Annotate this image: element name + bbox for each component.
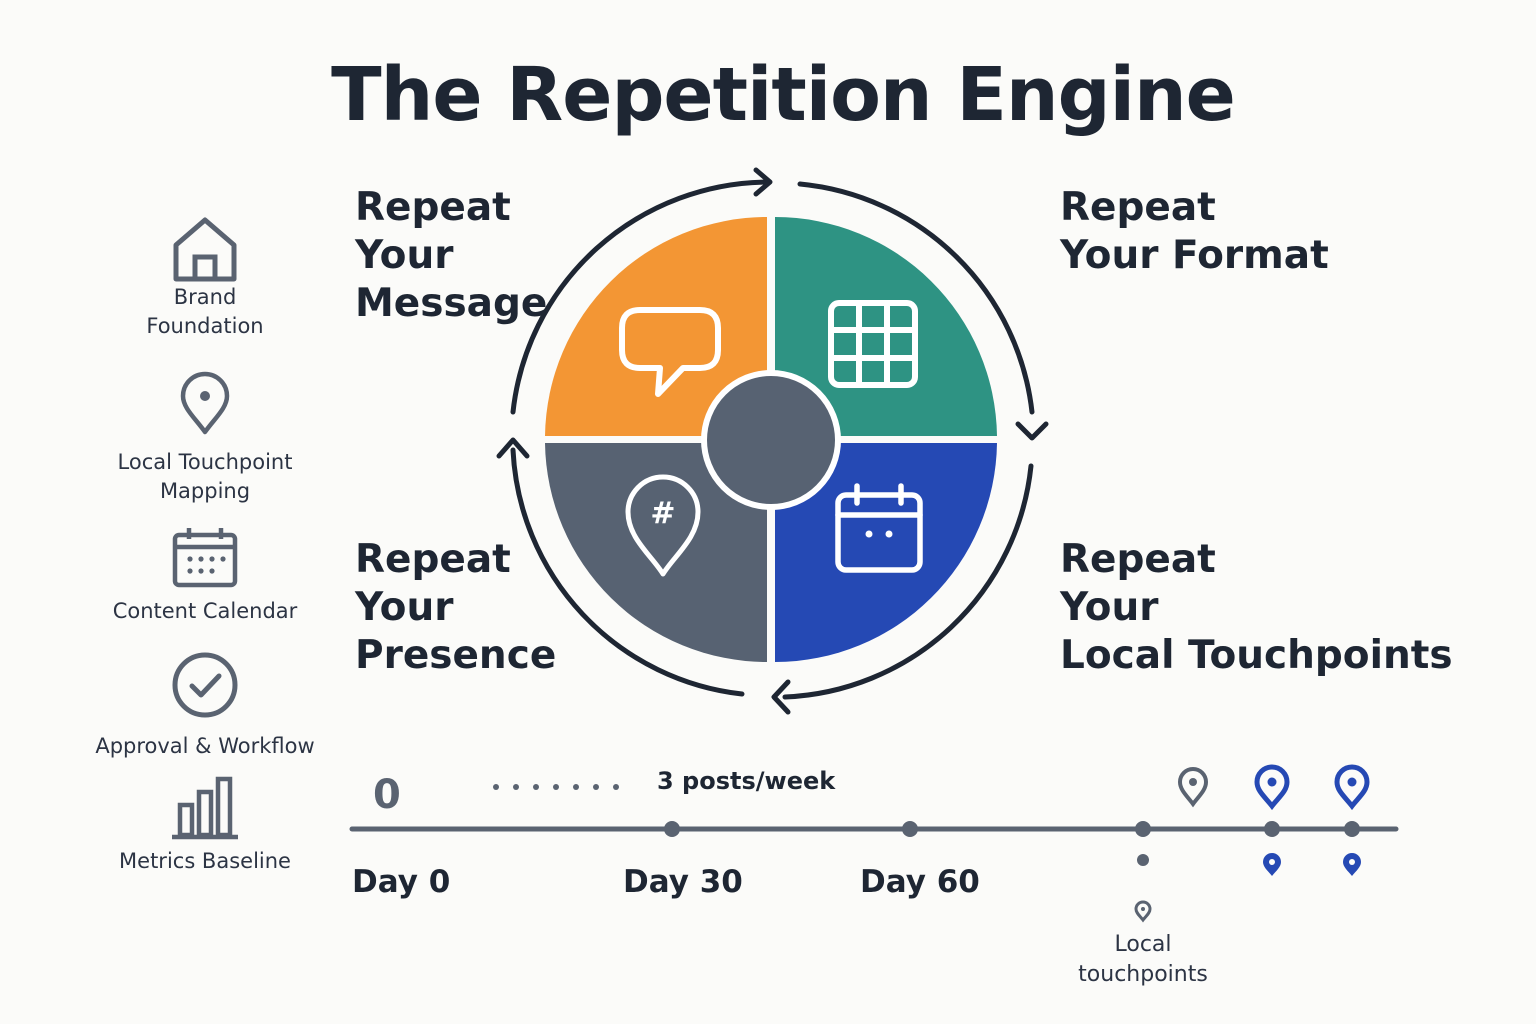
- sidebar-item-label: Local Touchpoint Mapping: [117, 450, 293, 503]
- timeline-lead-dot: [513, 784, 519, 790]
- timeline-label-day30: Day 30: [623, 864, 743, 900]
- map-pin-icon: [1343, 853, 1361, 876]
- timeline-sub-dot: [1137, 854, 1149, 866]
- quadrant-label-local-touchpoints: Repeat Your Local Touchpoints: [1060, 537, 1453, 678]
- sidebar-item-local-touchpoint-mapping: Local Touchpoint Mapping: [0, 370, 410, 506]
- speech-bubble-icon: [619, 307, 721, 397]
- cycle-arrows: [496, 167, 1049, 715]
- calendar-icon: [172, 528, 238, 588]
- sidebar-item-label: Brand Foundation: [146, 285, 264, 338]
- sidebar-item-approval-workflow: Approval & Workflow: [0, 650, 410, 761]
- timeline-lead-dot: [573, 784, 579, 790]
- arrow-bottom-left: [510, 447, 745, 697]
- timeline-rate-label: 3 posts/week: [657, 767, 836, 795]
- arrowhead-top: [753, 167, 773, 197]
- map-pin-icon: [1177, 767, 1209, 808]
- timeline-lead-dot: [553, 784, 559, 790]
- arrow-top-left: [510, 179, 771, 415]
- timeline-node-pin2: [1344, 821, 1360, 837]
- calendar-dot: [865, 530, 873, 538]
- arrowhead-right: [1015, 421, 1049, 441]
- map-pin-icon: [1263, 853, 1281, 876]
- sidebar-item-brand-foundation: Brand Foundation: [0, 213, 410, 341]
- sidebar-item-metrics-baseline: Metrics Baseline: [0, 775, 410, 876]
- quadrant-message: [545, 216, 767, 436]
- hashtag-pin-icon: [625, 474, 701, 577]
- calendar-dot: [885, 530, 893, 538]
- cycle-hub: [701, 370, 841, 510]
- grid-icon: [828, 300, 918, 388]
- hashtag-symbol: #: [650, 496, 675, 531]
- timeline-lead-dot: [533, 784, 539, 790]
- check-circle-icon: [172, 652, 238, 718]
- quadrant-label-message: Repeat Your Message: [355, 185, 548, 326]
- timeline-dotted-lead: [493, 784, 619, 790]
- map-pin-icon: [1134, 900, 1152, 923]
- timeline-lead-dot: [593, 784, 599, 790]
- arrowhead-left: [496, 437, 530, 459]
- map-pin-icon: [1254, 764, 1290, 811]
- timeline-start-value: 0: [373, 772, 401, 818]
- calendar-grid-icon: [835, 483, 923, 573]
- timeline-node-local: [1135, 821, 1151, 837]
- bar-chart-icon: [172, 776, 238, 840]
- timeline-node-pin1: [1264, 821, 1280, 837]
- timeline-label-day60: Day 60: [860, 864, 980, 900]
- timeline-label-day0: Day 0: [352, 864, 451, 900]
- arrow-top-right: [797, 181, 1035, 415]
- timeline-node-day30: [664, 821, 680, 837]
- house-icon: [173, 217, 237, 282]
- quadrant-presence: [545, 443, 767, 662]
- arrow-bottom-right: [782, 463, 1034, 700]
- sidebar-item-label: Approval & Workflow: [95, 734, 315, 758]
- map-pin-icon: [1334, 764, 1370, 811]
- timeline: [349, 764, 1399, 923]
- quadrant-label-format: Repeat Your Format: [1060, 185, 1329, 278]
- page-title: The Repetition Engine: [331, 52, 1236, 138]
- quadrant-label-presence: Repeat Your Presence: [355, 537, 557, 678]
- timeline-lead-dot: [493, 784, 499, 790]
- timeline-local-touchpoints-label: Local touchpoints: [1078, 932, 1208, 987]
- sidebar-item-label: Content Calendar: [112, 599, 298, 623]
- sidebar-item-label: Metrics Baseline: [119, 849, 291, 873]
- map-pin-icon: [180, 371, 230, 435]
- quadrant-local-touchpoints: [775, 443, 997, 662]
- timeline-lead-dot: [613, 784, 619, 790]
- timeline-node-day60: [902, 821, 918, 837]
- arrowhead-bottom: [771, 679, 791, 715]
- sidebar-item-content-calendar: Content Calendar: [0, 525, 410, 626]
